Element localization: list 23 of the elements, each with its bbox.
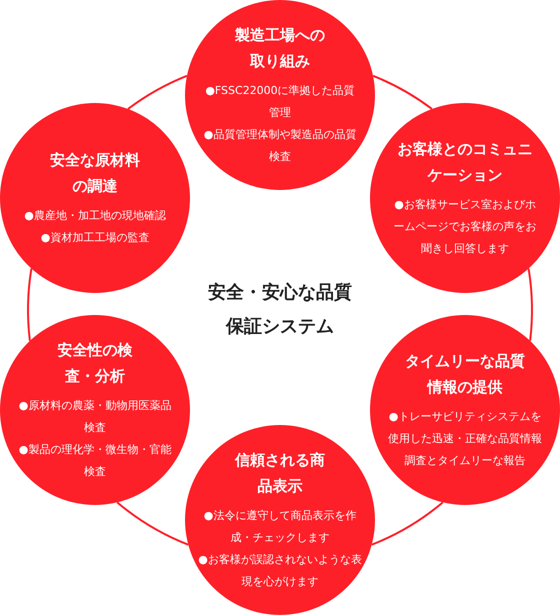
center-title: 安全・安心な品質保証システム [207, 281, 353, 339]
bullet-text: ●資材加工工場の監査 [40, 230, 150, 246]
ring-arc [371, 502, 444, 546]
circle-heading: 安全な原材料の調達 [49, 150, 141, 197]
circle-heading: タイムリーな品質情報の提供 [404, 351, 526, 398]
bullet-text: ●農産地・加工地の現地確認 [23, 208, 167, 224]
circle-heading: お客様とのコミュニケーション [396, 139, 534, 186]
bullet-text: ●FSSC22000に準拠した品質管理 [204, 83, 356, 121]
ring-arc [372, 74, 432, 110]
bullet-text: ●お客様が誤認されないような表現を心がけます [197, 552, 363, 590]
ring-arc [116, 502, 189, 546]
bullet-text: ●お客様サービス室およびホームページでお客様の声をお聞きし回答します [392, 197, 538, 257]
bullet-text: ●品質管理体制や製造品の品質検査 [202, 127, 358, 165]
circle-heading: 信頼される商品表示 [234, 450, 326, 497]
ring-arc [27, 268, 32, 341]
bullet-text: ●トレーサビリティシステムを使用した迅速・正確な品質情報調査とタイムリーな報告 [387, 409, 543, 469]
bullet-text: ●原材料の農薬・動物用医薬品検査 [18, 398, 172, 436]
circle-heading: 製造工場への取り組み [234, 25, 326, 72]
circle-heading: 安全性の検査・分析 [56, 340, 134, 387]
ring-arc [128, 74, 188, 110]
bullet-text: ●製品の理化学・微生物・官能検査 [18, 442, 172, 480]
bullet-text: ●法令に遵守して商品表示を作成・チェックします [202, 508, 358, 546]
ring-arc [528, 268, 533, 341]
